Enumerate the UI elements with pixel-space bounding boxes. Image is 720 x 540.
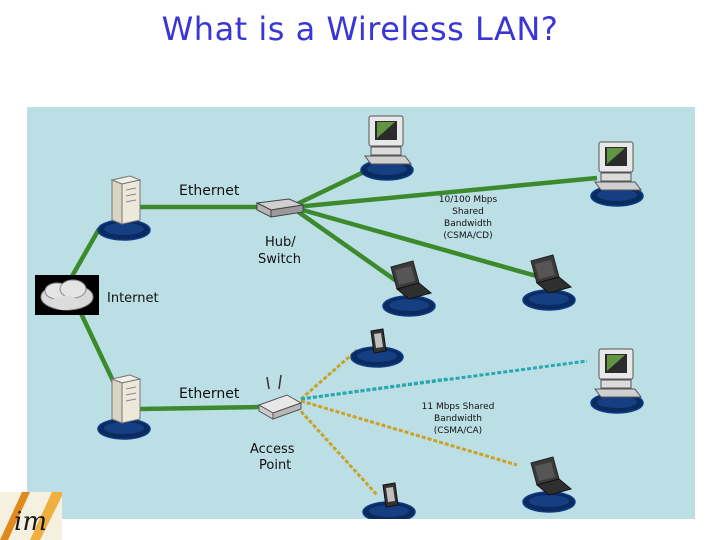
network-diagram: Ethernet Ethernet Internet Hub/ Switch A… — [27, 107, 695, 519]
wired-note-line: (CSMA/CD) — [443, 231, 492, 241]
label-ap-2: Point — [259, 458, 291, 473]
wired-note-line: Shared — [452, 207, 484, 217]
label-hub-2: Switch — [258, 252, 301, 267]
wireless-note-line: Bandwidth — [434, 414, 482, 424]
wlan-pda1 — [300, 348, 358, 401]
label-ethernet-top: Ethernet — [179, 183, 240, 199]
wireless-note-line: (CSMA/CA) — [434, 426, 482, 436]
wired-note-line: 10/100 Mbps — [439, 195, 498, 205]
wired-bandwidth-note: 10/100 Mbps Shared Bandwidth (CSMA/CD) — [439, 195, 498, 241]
wireless-links — [295, 348, 588, 497]
label-internet: Internet — [107, 291, 159, 306]
link-hub-laptop2 — [298, 206, 548, 282]
label-ap-1: Access — [250, 442, 295, 457]
label-hub-1: Hub/ — [265, 235, 296, 250]
wireless-note-line: 11 Mbps Shared — [422, 402, 495, 412]
link-server2-ap — [138, 404, 260, 412]
wlan-laptop3 — [300, 399, 518, 467]
wireless-bandwidth-note: 11 Mbps Shared Bandwidth (CSMA/CA) — [422, 402, 495, 436]
wired-links — [65, 154, 598, 412]
access-point-icon — [257, 374, 303, 420]
internet-cloud-icon — [35, 275, 99, 315]
link-hub-desktop2 — [294, 175, 598, 210]
slide-title: What is a Wireless LAN? — [161, 10, 559, 48]
logo-text: im — [14, 507, 47, 537]
link-hub-laptop1 — [295, 209, 407, 289]
wlan-mid — [300, 377, 448, 401]
hub-switch-icon — [255, 198, 305, 218]
label-ethernet-bottom: Ethernet — [179, 386, 240, 402]
wlan-pda2 — [295, 405, 379, 497]
wired-note-line: Bandwidth — [444, 219, 492, 229]
company-logo: im — [0, 492, 62, 540]
link-internet-server2 — [74, 304, 118, 386]
